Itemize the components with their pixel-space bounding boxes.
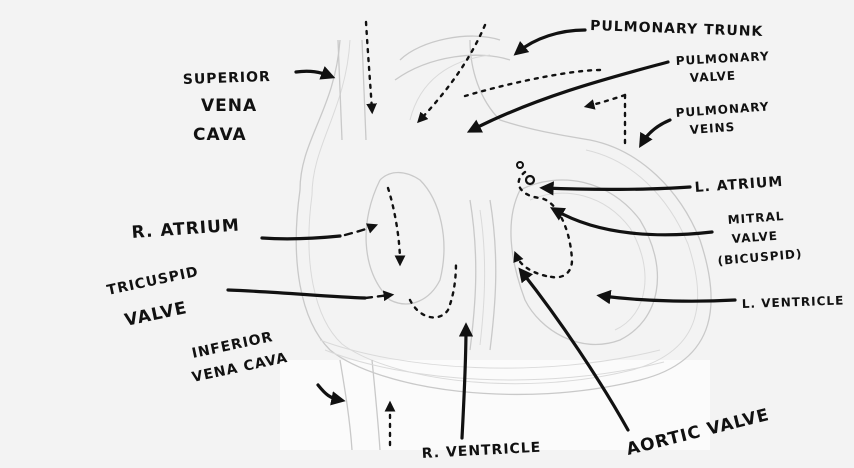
label-arrows [226,28,737,440]
arrow-superior-vena-cava [294,66,336,80]
flow-marker [524,174,536,186]
label-pulmonary-valve-1: PULMONARY [675,49,770,68]
arrow-aortic-valve [518,267,630,432]
label-superior-vena-cava-3: CAVA [193,125,247,145]
heart-sketch [280,35,712,451]
label-tricuspid-valve-2: VALVE [123,298,189,331]
flow-pulmonary-veins [463,68,627,147]
label-pulmonary-veins-1: PULMONARY [675,99,770,120]
label-tricuspid-valve-1: TRICUSPID [106,264,201,299]
label-mitral-valve-1: MITRAL [727,209,785,227]
label-superior-vena-cava-2: VENA [201,96,257,116]
arrow-pulmonary-veins [639,118,672,148]
arrow-l-ventricle [596,289,737,305]
flow-marker [516,161,524,169]
arrow-l-atrium [539,181,692,196]
label-mitral-valve-2: VALVE [731,229,778,246]
flow-pulmonary-trunk [417,23,487,124]
arrow-r-atrium-dashed [343,223,379,237]
arrow-r-ventricle [458,322,474,440]
flow-superior-vena-cava [364,20,377,115]
blood-flow-paths [364,20,627,447]
label-r-ventricle: R. VENTRICLE [421,440,541,462]
label-superior-vena-cava-1: SUPERIOR [183,69,271,88]
arrow-tricuspid-valve [226,288,367,300]
flow-aorta [513,250,548,278]
arrow-pulmonary-valve [466,60,670,133]
arrow-mitral-valve [550,207,714,237]
label-pulmonary-veins-2: VEINS [689,120,736,137]
flow-pulmonary-veins-loop [583,93,627,110]
arrow-pulmonary-trunk [513,28,587,56]
flow-r-atrium [386,186,406,267]
label-mitral-valve-3: (BICUSPID) [717,247,803,268]
arrow-inferior-vena-cava [316,383,346,406]
label-r-atrium: R. ATRIUM [131,215,240,243]
flow-r-ventricle [408,258,458,319]
flow-l-atrium [517,170,574,279]
label-l-ventricle: L. VENTRICLE [742,293,845,311]
label-pulmonary-trunk: PULMONARY TRUNK [590,18,764,40]
label-pulmonary-valve-2: VALVE [689,69,736,85]
arrow-tricuspid-dashed [363,290,395,302]
label-l-atrium: L. ATRIUM [694,174,784,196]
arrow-r-atrium [260,234,342,241]
